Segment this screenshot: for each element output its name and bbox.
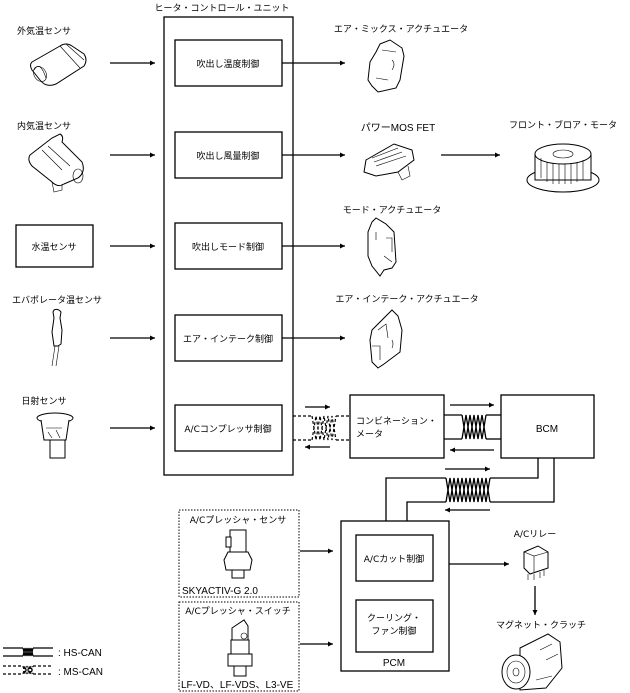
legend-ms-can: : MS-CAN bbox=[3, 665, 103, 678]
input-label: 日射センサ bbox=[21, 395, 66, 407]
ac-pressure-switch-icon bbox=[227, 619, 253, 677]
pcm-function-ac-cut bbox=[355, 534, 434, 582]
clutch-label: マグネット・クラッチ bbox=[496, 619, 586, 631]
combination-meter: コンビネーション・ メータ bbox=[349, 394, 445, 459]
ac-relay-icon bbox=[523, 545, 549, 580]
hcu-function-label: 吹出し風量制御 bbox=[196, 150, 259, 162]
evaporator-temperature-sensor-icon bbox=[51, 308, 63, 367]
pcm: A/Cカット制御 クーリング・ ファン制御 PCM bbox=[340, 520, 450, 672]
pcm-function-label: ファン制御 bbox=[371, 625, 416, 637]
hcu-function-air-intake: エア・インテーク制御 bbox=[174, 314, 283, 362]
output-label: パワーMOS FET bbox=[361, 122, 435, 134]
air-intake-actuator-icon bbox=[369, 309, 403, 369]
input-label: 外気温センサ bbox=[17, 25, 71, 37]
ac-pressure-sensor-icon bbox=[223, 529, 253, 579]
relay-label: A/Cリレー bbox=[514, 530, 556, 540]
pressure-input-label: A/Cプレッシャ・スイッチ bbox=[185, 606, 290, 617]
hcu-title: ヒータ・コントロール・ユニット bbox=[154, 3, 289, 14]
hcu-function-label: A/Cコンプレッサ制御 bbox=[184, 423, 271, 435]
power-mosfet-icon bbox=[363, 143, 415, 181]
bcm: BCM bbox=[500, 394, 595, 459]
legend: : HS-CAN : MS-CAN bbox=[3, 647, 103, 678]
input-label: 内気温センサ bbox=[17, 120, 71, 132]
ambient-temperature-sensor-icon bbox=[30, 43, 87, 86]
hs-can-link-bcm-pcm bbox=[385, 458, 555, 521]
ac-compressor-magnet-clutch-icon bbox=[501, 633, 563, 691]
input-label: エバポレータ温センサ bbox=[12, 295, 102, 306]
output-label: エア・ミックス・アクチュエータ bbox=[334, 24, 468, 35]
pcm-function-label: A/Cカット制御 bbox=[364, 553, 424, 565]
hcu-function-mode: 吹出しモード制御 bbox=[174, 222, 283, 270]
hcu-function-ac-compressor: A/Cコンプレッサ制御 bbox=[174, 404, 283, 452]
ac-pressure-switch-group: A/Cプレッシャ・スイッチ LF-VD、LF-VDS、L3-VE bbox=[178, 601, 300, 692]
legend-label: : HS-CAN bbox=[58, 648, 102, 659]
hcu-function-temperature: 吹出し温度制御 bbox=[174, 39, 283, 87]
ms-can-link-hcu-meter bbox=[293, 404, 350, 450]
hcu-function-label: 吹出しモード制御 bbox=[192, 241, 264, 253]
pressure-input-note: LF-VD、LF-VDS、L3-VE bbox=[181, 680, 294, 691]
legend-hs-can: : HS-CAN bbox=[3, 647, 102, 659]
pcm-function-label: クーリング・ bbox=[367, 612, 421, 624]
legend-label: : MS-CAN bbox=[58, 667, 103, 678]
mode-actuator-icon bbox=[367, 217, 397, 277]
pcm-label: PCM bbox=[383, 658, 405, 669]
combination-meter-label-line2: メータ bbox=[356, 429, 383, 440]
hcu-function-label: 吹出し温度制御 bbox=[196, 58, 259, 70]
output-label: モード・アクチュエータ bbox=[343, 205, 442, 216]
hs-can-link-meter-bcm bbox=[444, 402, 501, 453]
input-label: 水温センサ bbox=[31, 241, 76, 253]
air-mix-actuator-icon bbox=[367, 39, 405, 93]
pressure-input-note: SKYACTIV-G 2.0 bbox=[182, 586, 258, 597]
pressure-input-label: A/Cプレッシャ・センサ bbox=[190, 515, 286, 526]
water-temperature-sensor-box: 水温センサ bbox=[15, 224, 94, 268]
hcu-function-airflow: 吹出し風量制御 bbox=[174, 131, 283, 179]
bcm-label: BCM bbox=[536, 424, 558, 435]
output-label: フロント・ブロア・モータ bbox=[509, 119, 617, 131]
output-label: エア・インテーク・アクチュエータ bbox=[335, 294, 478, 305]
blower-motor-icon bbox=[526, 143, 600, 193]
pcm-function-cooling-fan bbox=[355, 599, 434, 653]
cabin-temperature-sensor-icon bbox=[28, 133, 84, 193]
combination-meter-label-line1: コンビネーション・ bbox=[356, 416, 437, 427]
hcu-function-label: エア・インテーク制御 bbox=[183, 333, 273, 345]
solar-radiation-sensor-icon bbox=[36, 412, 74, 459]
ac-pressure-sensor-group: A/Cプレッシャ・センサ SKYACTIV-G 2.0 bbox=[178, 509, 300, 598]
